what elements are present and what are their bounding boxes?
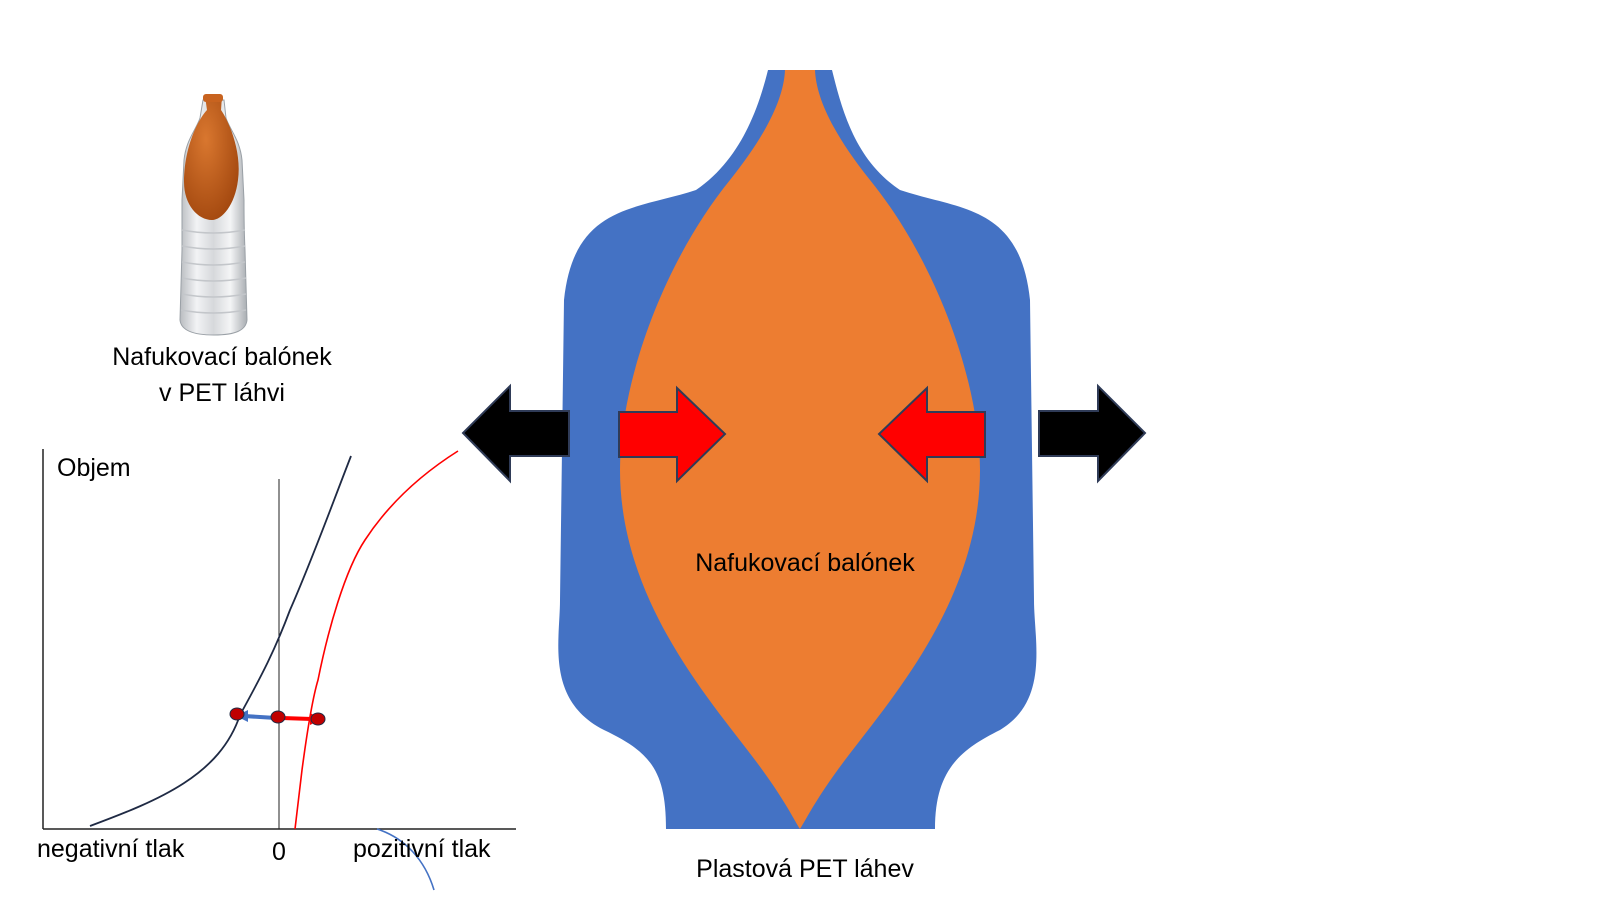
pressure-volume-graph bbox=[42, 449, 516, 891]
arrow-inward-left bbox=[618, 385, 727, 484]
graph-x-zero-label: 0 bbox=[272, 838, 286, 866]
photo-balloon bbox=[184, 96, 239, 220]
photo-balloon-neck bbox=[203, 94, 223, 102]
balloon-label: Nafukovací balónek bbox=[695, 549, 915, 577]
graph-curve-navy bbox=[89, 455, 352, 827]
graph-x-right-label: pozitivní tlak bbox=[353, 835, 491, 863]
graph-point-right bbox=[310, 712, 326, 726]
graph-curve-blue-tail bbox=[376, 828, 435, 891]
bottle-photo bbox=[179, 94, 248, 336]
photo-caption-line1: Nafukovací balónek bbox=[112, 343, 332, 371]
graph-point-zero bbox=[270, 710, 286, 724]
graph-x-left-label: negativní tlak bbox=[37, 835, 185, 863]
graph-y-axis-label: Objem bbox=[57, 454, 131, 482]
arrow-outward-right bbox=[1038, 383, 1147, 484]
photo-caption-line2: v PET láhvi bbox=[159, 379, 285, 407]
bottle-schematic bbox=[461, 70, 1147, 829]
balloon-shape bbox=[620, 70, 980, 829]
arrow-outward-left bbox=[461, 383, 570, 484]
graph-point-left bbox=[229, 707, 245, 721]
bottle-label: Plastová PET láhev bbox=[696, 855, 914, 883]
photo-bottle-ribs bbox=[180, 229, 247, 314]
arrow-inward-right bbox=[877, 385, 986, 484]
graph-curve-red bbox=[294, 450, 459, 830]
